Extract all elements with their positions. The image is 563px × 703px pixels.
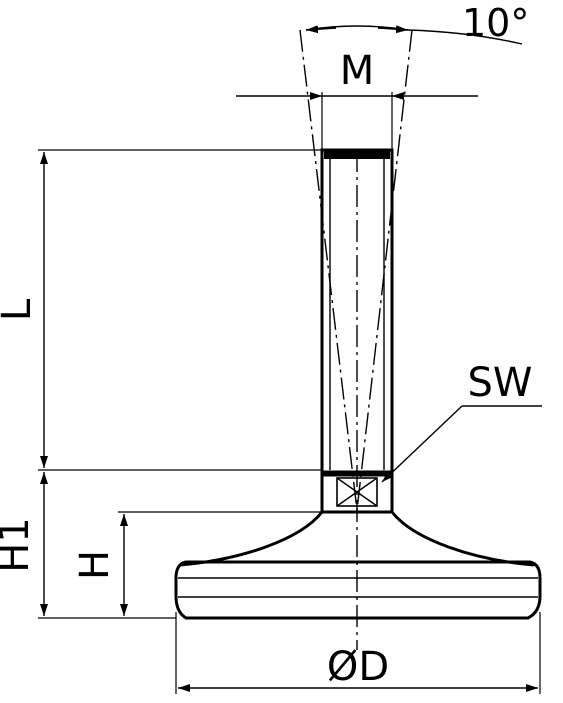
height-base-label: H (72, 550, 118, 580)
wrench-label: SW (468, 360, 533, 406)
thread-label: M (340, 48, 375, 94)
angle-label: 10° (462, 1, 529, 45)
hex-socket (320, 470, 394, 514)
base-plate (174, 510, 542, 620)
angle-line-right (356, 29, 413, 511)
length-label: L (0, 298, 40, 321)
dimension-l: L (0, 149, 322, 471)
dimension-h: H (72, 511, 322, 616)
dimension-h1: H1 (0, 472, 176, 619)
threaded-bolt (320, 148, 394, 477)
dimension-angle: 10° (305, 1, 529, 45)
angle-line-left (299, 29, 358, 511)
dimension-m: M (236, 48, 478, 150)
dimension-diameter: ØD (175, 612, 541, 694)
height-total-label: H1 (0, 517, 38, 573)
diameter-label: ØD (327, 644, 389, 690)
leader-sw: SW (381, 360, 542, 483)
